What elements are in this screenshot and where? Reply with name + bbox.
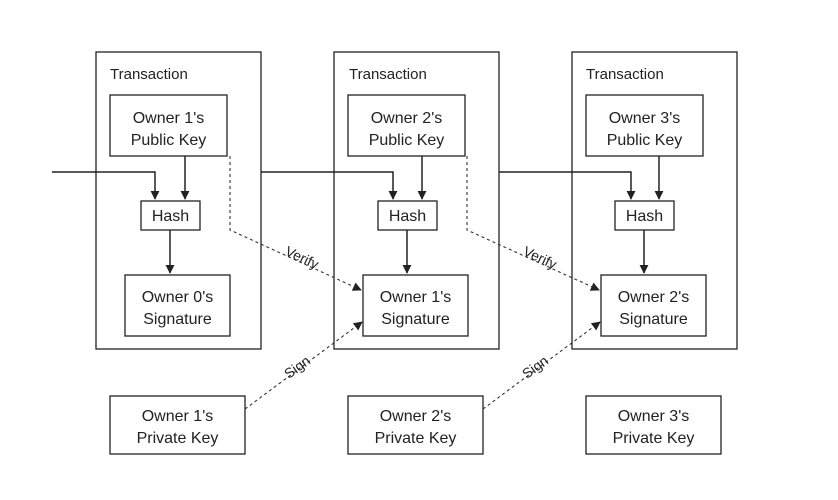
- transaction-1-signature-box: Owner 0's Signature: [124, 274, 231, 337]
- public-key-label: Public Key: [607, 132, 683, 149]
- transaction-3-hash-box: Hash: [614, 200, 675, 231]
- hash-label: Hash: [626, 208, 663, 225]
- transaction-2-signature-box: Owner 1's Signature: [362, 274, 469, 337]
- verify-edge-1: [229, 156, 362, 291]
- transaction-3: Transaction Owner 3's Public Key Hash Ow…: [571, 51, 738, 350]
- transaction-1-to-hash-2-edge: [261, 171, 398, 200]
- private-key-owner-label: Owner 1's: [142, 408, 214, 425]
- private-key-owner-label: Owner 3's: [618, 408, 690, 425]
- signature-label: Signature: [381, 311, 450, 328]
- transaction-1-frame: [95, 51, 262, 350]
- sign-label-2: Sign: [519, 352, 551, 381]
- transaction-3-title: Transaction: [586, 66, 664, 83]
- public-key-owner-label: Owner 3's: [609, 110, 681, 127]
- public-key-owner-label: Owner 2's: [371, 110, 443, 127]
- sign-edge-2: [482, 321, 601, 410]
- transaction-1: Transaction Owner 1's Public Key Hash Ow…: [95, 51, 262, 350]
- transaction-3-frame: [571, 51, 738, 350]
- sign-label-1: Sign: [281, 352, 313, 381]
- transaction-2-public-key-box: Owner 2's Public Key: [347, 94, 466, 157]
- private-key-label: Private Key: [613, 430, 695, 447]
- signature-owner-label: Owner 2's: [618, 289, 690, 306]
- hash-label: Hash: [152, 208, 189, 225]
- hash-label: Hash: [389, 208, 426, 225]
- transaction-1-hash-box: Hash: [140, 200, 201, 231]
- transaction-3-public-key-box: Owner 3's Public Key: [585, 94, 704, 157]
- private-key-owner-2-box: Owner 2's Private Key: [347, 395, 484, 455]
- transaction-2-to-hash-3-edge: [499, 171, 636, 200]
- signature-label: Signature: [619, 311, 688, 328]
- signature-owner-label: Owner 1's: [380, 289, 452, 306]
- transaction-2-hash-box: Hash: [377, 200, 438, 231]
- private-key-owner-label: Owner 2's: [380, 408, 452, 425]
- private-key-label: Private Key: [375, 430, 457, 447]
- public-key-label: Public Key: [131, 132, 207, 149]
- transaction-2-title: Transaction: [349, 66, 427, 83]
- transaction-2-frame: [333, 51, 500, 350]
- private-key-owner-3-box: Owner 3's Private Key: [585, 395, 722, 455]
- private-key-owner-1-box: Owner 1's Private Key: [109, 395, 246, 455]
- sign-edge-1: [244, 321, 363, 410]
- transaction-1-public-key-box: Owner 1's Public Key: [109, 94, 228, 157]
- verify-label-2: Verify: [521, 243, 559, 272]
- private-key-label: Private Key: [137, 430, 219, 447]
- verify-edge-2: [466, 156, 600, 291]
- public-key-label: Public Key: [369, 132, 445, 149]
- signature-owner-label: Owner 0's: [142, 289, 214, 306]
- public-key-owner-label: Owner 1's: [133, 110, 205, 127]
- signature-label: Signature: [143, 311, 212, 328]
- verify-label-1: Verify: [283, 243, 321, 272]
- transaction-1-title: Transaction: [110, 66, 188, 83]
- transaction-2: Transaction Owner 2's Public Key Hash Ow…: [333, 51, 500, 350]
- transaction-3-signature-box: Owner 2's Signature: [600, 274, 707, 337]
- prev-transaction-to-hash-1-edge: [52, 171, 160, 200]
